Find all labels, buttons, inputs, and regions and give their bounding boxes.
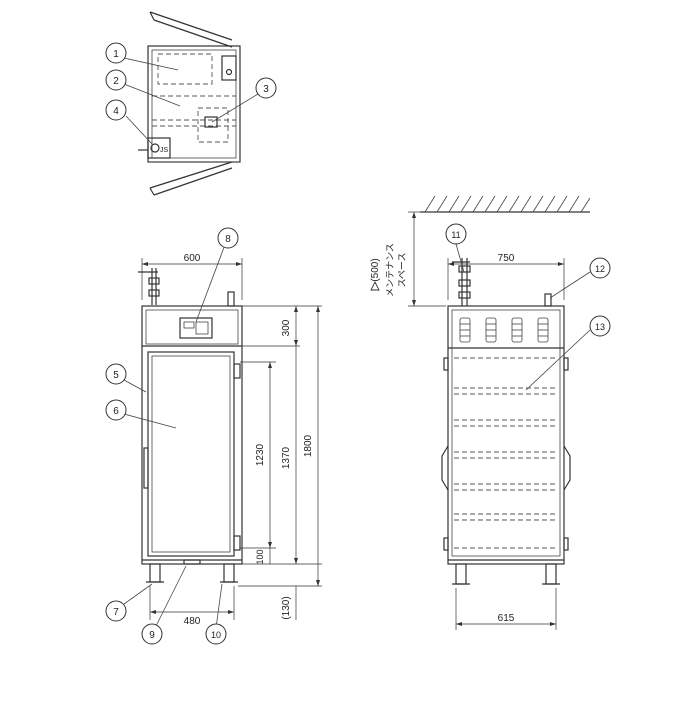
callout-11-label: 11 xyxy=(451,230,460,240)
front-top-section-label: 300 xyxy=(281,319,292,336)
callout-9-label: 9 xyxy=(149,630,155,641)
callout-12-label: 12 xyxy=(595,264,605,274)
callout-4-label: 4 xyxy=(113,106,119,117)
callout-4: 4 xyxy=(105,99,127,121)
front-door-total-label: 1370 xyxy=(281,446,292,469)
side-view: (500) メンテナンス スペース xyxy=(370,195,591,630)
front-legs-label: (130) xyxy=(281,596,292,619)
callout-8-label: 8 xyxy=(225,234,231,245)
callout-leaders xyxy=(123,57,591,629)
front-width-label: 600 xyxy=(184,253,201,264)
callout-2-label: 2 xyxy=(113,76,119,87)
callout-5: 5 xyxy=(105,363,127,385)
side-width-label: 750 xyxy=(498,253,515,264)
callout-12: 12 xyxy=(589,257,611,279)
callout-2: 2 xyxy=(105,69,127,91)
callout-5-label: 5 xyxy=(113,370,119,381)
callout-13-label: 13 xyxy=(595,322,605,332)
top-view-tag: JS xyxy=(160,147,169,154)
callout-8: 8 xyxy=(217,227,239,249)
callout-11: 11 xyxy=(445,223,467,245)
callout-7: 7 xyxy=(105,600,127,622)
front-bottom-gap-label: 100 xyxy=(255,549,265,564)
callout-6: 6 xyxy=(105,399,127,421)
callout-1-label: 1 xyxy=(113,49,119,60)
front-door-inner-label: 1230 xyxy=(255,443,266,466)
side-base-width-label: 615 xyxy=(498,613,515,624)
callout-9: 9 xyxy=(141,623,163,645)
callout-1: 1 xyxy=(105,42,127,64)
callout-6-label: 6 xyxy=(113,406,119,417)
front-base-width-label: 480 xyxy=(184,616,201,627)
top-view: JS xyxy=(138,11,241,196)
callout-3-label: 3 xyxy=(263,84,269,95)
side-maintenance-label: (500) xyxy=(370,258,381,281)
callout-13: 13 xyxy=(589,315,611,337)
front-total-height-label: 1800 xyxy=(303,434,314,457)
side-maintenance-text-1: メンテナンス xyxy=(385,243,395,297)
callout-10: 10 xyxy=(205,623,227,645)
warning-triangle-icon xyxy=(370,280,380,291)
front-view: 600 480 300 1230 1370 1800 xyxy=(138,253,322,627)
callout-7-label: 7 xyxy=(113,607,119,618)
callout-3: 3 xyxy=(255,77,277,99)
side-maintenance-text-2: スペース xyxy=(397,253,407,288)
callout-10-label: 10 xyxy=(211,630,221,640)
